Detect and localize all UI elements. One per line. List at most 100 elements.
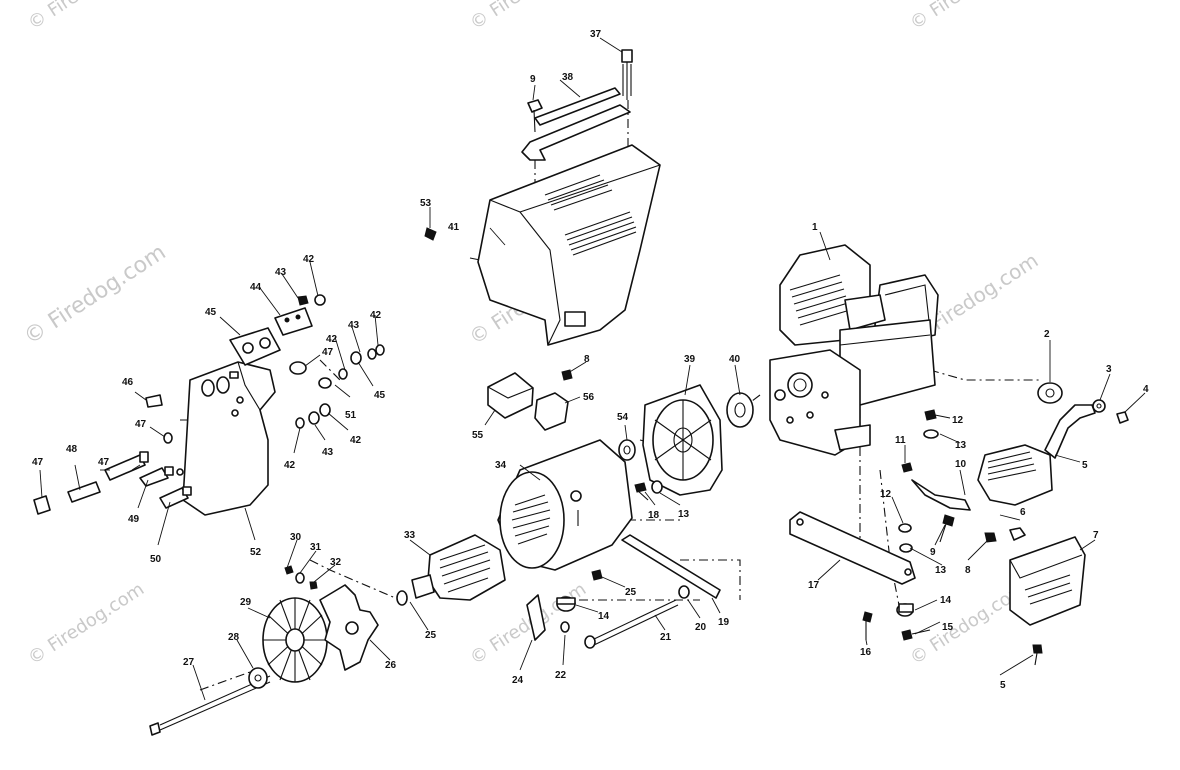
through-bolt-27 <box>149 667 271 736</box>
leader-lines <box>39 37 1146 701</box>
callout-42: 42 <box>370 310 382 321</box>
bolt-9 <box>527 99 543 133</box>
switch-44 <box>274 307 313 336</box>
receptacle-45 <box>229 327 281 366</box>
watermark-text: © Firedog.com <box>466 0 590 34</box>
callout-47: 47 <box>322 347 334 358</box>
callout-43: 43 <box>348 320 360 331</box>
callout-17: 17 <box>808 580 820 591</box>
callout-31: 31 <box>310 542 322 553</box>
stator-housing <box>497 439 633 571</box>
watermark-text: © Firedog.com <box>20 240 171 350</box>
callout-33: 33 <box>404 530 416 541</box>
callout-13: 13 <box>955 440 967 451</box>
callout-5: 5 <box>1082 460 1088 471</box>
callout-19: 19 <box>718 617 730 628</box>
callout-14b: 14 <box>598 611 610 622</box>
callout-48: 48 <box>66 444 78 455</box>
bracket-56 <box>534 369 573 431</box>
callout-2: 2 <box>1044 329 1050 340</box>
callout-42: 42 <box>284 460 296 471</box>
right-hardware <box>862 409 1043 666</box>
callout-14: 14 <box>940 595 952 606</box>
callout-47: 47 <box>32 457 44 468</box>
callout-1: 1 <box>812 222 818 233</box>
callout-49: 49 <box>128 514 140 525</box>
fuse-holder-48 <box>67 481 101 503</box>
callout-13b: 13 <box>935 565 947 576</box>
callout-6: 6 <box>1020 507 1026 518</box>
bolt-21 <box>584 585 690 649</box>
callout-56: 56 <box>583 392 595 403</box>
screw-53 <box>424 227 437 241</box>
generator-end-bell <box>642 384 754 496</box>
callout-42: 42 <box>303 254 315 265</box>
stator-hardware <box>634 480 663 501</box>
control-panel <box>176 361 276 516</box>
callout-29: 29 <box>240 597 252 608</box>
callout-5b: 5 <box>1000 680 1006 691</box>
cooling-fan <box>262 584 379 683</box>
callout-16: 16 <box>860 647 872 658</box>
spacer-14 <box>556 596 576 633</box>
callout-22: 22 <box>555 670 567 681</box>
callout-26: 26 <box>385 660 397 671</box>
callout-12: 12 <box>952 415 964 426</box>
callout-32: 32 <box>330 557 342 568</box>
brush-holder-24 <box>526 594 546 641</box>
callout-41: 41 <box>448 222 460 233</box>
watermark-text: © Firedog.com <box>24 579 148 670</box>
callout-13c: 13 <box>678 509 690 520</box>
callout-25: 25 <box>625 587 637 598</box>
rotor <box>396 534 506 606</box>
callout-34: 34 <box>495 460 507 471</box>
brace-19 <box>621 534 721 599</box>
bearing-54 <box>618 439 636 461</box>
terminal-49 <box>139 466 174 487</box>
callout-52: 52 <box>250 547 262 558</box>
muffler-guard <box>1009 536 1086 626</box>
callout-45: 45 <box>374 390 386 401</box>
callout-43: 43 <box>322 447 334 458</box>
callout-4: 4 <box>1143 384 1149 395</box>
callout-18: 18 <box>648 510 660 521</box>
engine-assembly <box>769 244 939 456</box>
mount-plate <box>789 511 916 585</box>
callout-8: 8 <box>965 565 971 576</box>
callout-12b: 12 <box>880 489 892 500</box>
callout-39: 39 <box>684 354 696 365</box>
callout-24: 24 <box>512 675 524 686</box>
fan-small-hardware <box>284 565 318 590</box>
callout-44: 44 <box>250 282 262 293</box>
watermark-text: © Firedog.com <box>906 0 1030 34</box>
knob-47 <box>33 495 51 515</box>
callout-11: 11 <box>895 435 906 446</box>
terminal-50 <box>159 486 192 509</box>
callout-15: 15 <box>942 622 954 633</box>
callout-9: 9 <box>930 547 936 558</box>
muffler-ribs <box>987 451 1037 481</box>
callout-53: 53 <box>420 198 432 209</box>
callout-labels: 1 2 3 4 5 6 7 12 13 11 10 12 9 8 13 17 1… <box>32 29 1149 691</box>
callout-54: 54 <box>617 412 629 423</box>
rectifier-55 <box>487 372 534 419</box>
callout-50: 50 <box>150 554 162 565</box>
callout-8b: 8 <box>584 354 590 365</box>
bolt-37 <box>621 49 633 100</box>
callout-47: 47 <box>98 457 110 468</box>
callout-20: 20 <box>695 622 707 633</box>
muffler-group <box>977 382 1129 506</box>
callout-51: 51 <box>345 410 357 421</box>
callout-27: 27 <box>183 657 195 668</box>
callout-46: 46 <box>122 377 134 388</box>
callout-43: 43 <box>275 267 287 278</box>
stator-slots <box>511 494 551 545</box>
callout-10: 10 <box>955 459 967 470</box>
rotor-windings <box>439 544 491 593</box>
callout-30: 30 <box>290 532 302 543</box>
callout-42: 42 <box>350 435 362 446</box>
shroud-vents <box>544 174 637 256</box>
callout-28: 28 <box>228 632 240 643</box>
callout-55: 55 <box>472 430 484 441</box>
